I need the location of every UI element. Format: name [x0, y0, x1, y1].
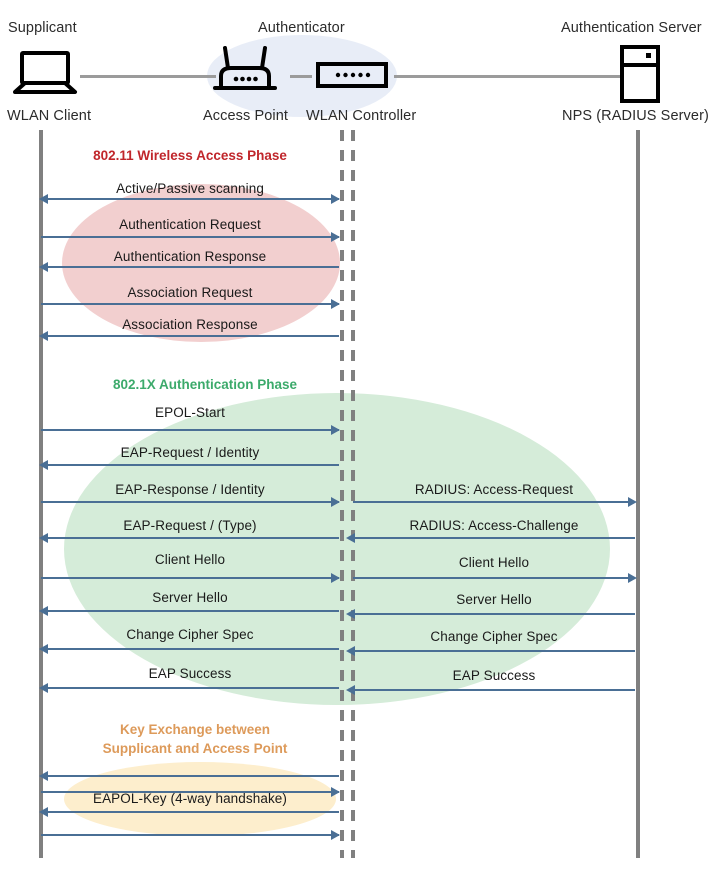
message-arrowhead-left-12 — [39, 683, 48, 693]
message-line-right-1 — [353, 537, 635, 539]
message-arrowhead-left-3 — [331, 299, 340, 309]
message-arrowhead-left-8 — [39, 533, 48, 543]
lifeline-authentication-server — [636, 130, 640, 858]
link-client-to-ap — [80, 75, 216, 78]
actor-device-wlan-controller: WLAN Controller — [306, 108, 417, 124]
message-arrowhead-left-4 — [39, 331, 48, 341]
message-arrowhead-right-3 — [346, 609, 355, 619]
message-label-left-14: EAPOL-Key (4-way handshake) — [92, 791, 288, 806]
message-arrowhead-left-1 — [331, 232, 340, 242]
message-label-right-1: RADIUS: Access-Challenge — [409, 518, 579, 533]
message-arrowhead-left-6 — [39, 460, 48, 470]
message-arrowhead-left-11 — [39, 644, 48, 654]
actor-role-authenticator: Authenticator — [258, 20, 345, 36]
phase-keyexchange-highlight — [64, 762, 336, 836]
lifeline-authenticator-left — [340, 130, 344, 858]
wlan-controller-icon — [316, 62, 388, 88]
message-line-left-5 — [41, 429, 339, 431]
phase-label-80211: 802.11 Wireless Access Phase — [93, 148, 287, 163]
phase-label-8021x: 802.1X Authentication Phase — [112, 377, 298, 392]
message-arrowhead-right-1 — [346, 533, 355, 543]
message-label-left-9: Client Hello — [154, 552, 226, 567]
message-arrowhead-left-0-b — [331, 194, 340, 204]
message-line-left-7 — [41, 501, 339, 503]
message-label-left-10: Server Hello — [152, 590, 228, 605]
message-arrowhead-left-13 — [39, 771, 48, 781]
message-line-left-10 — [41, 610, 339, 612]
message-line-left-12 — [41, 687, 339, 689]
message-line-right-2 — [353, 577, 635, 579]
message-arrowhead-left-2 — [39, 262, 48, 272]
lifeline-supplicant — [39, 130, 43, 858]
message-label-left-7: EAP-Response / Identity — [115, 482, 265, 497]
lifeline-authenticator-right — [351, 130, 355, 858]
message-line-left-11 — [41, 648, 339, 650]
message-label-left-3: Association Request — [127, 285, 253, 300]
message-label-left-12: EAP Success — [148, 666, 232, 681]
message-arrowhead-right-2 — [628, 573, 637, 583]
phase-label-keyexchange: Key Exchange between Supplicant and Acce… — [102, 722, 288, 756]
message-label-left-1: Authentication Request — [119, 217, 261, 232]
phase-80211-highlight — [62, 184, 340, 342]
message-line-right-0 — [353, 501, 635, 503]
actor-device-wlan-client: WLAN Client — [7, 108, 92, 124]
actor-role-authentication-server: Authentication Server — [561, 20, 702, 36]
message-arrowhead-left-10 — [39, 606, 48, 616]
message-label-right-3: Server Hello — [456, 592, 532, 607]
message-line-left-15 — [41, 811, 339, 813]
message-label-left-8: EAP-Request / (Type) — [123, 518, 257, 533]
message-label-left-4: Association Response — [122, 317, 258, 332]
message-label-left-2: Authentication Response — [113, 249, 267, 264]
access-point-icon — [213, 46, 277, 98]
message-line-left-1 — [41, 236, 339, 238]
message-line-left-3 — [41, 303, 339, 305]
message-line-right-4 — [353, 650, 635, 652]
laptop-icon — [12, 50, 78, 96]
link-controller-to-nps — [394, 75, 620, 78]
link-ap-to-controller — [290, 75, 312, 78]
message-arrowhead-right-4 — [346, 646, 355, 656]
message-arrowhead-left-5 — [331, 425, 340, 435]
message-label-left-11: Change Cipher Spec — [126, 627, 254, 642]
message-arrowhead-left-0-a — [39, 194, 48, 204]
phase-8021x-highlight — [64, 393, 610, 705]
message-label-right-5: EAP Success — [452, 668, 536, 683]
message-line-left-13 — [41, 775, 339, 777]
message-arrowhead-right-5 — [346, 685, 355, 695]
message-line-left-0 — [41, 198, 339, 200]
message-label-right-2: Client Hello — [458, 555, 530, 570]
message-arrowhead-left-14 — [331, 787, 340, 797]
message-arrowhead-left-15 — [39, 807, 48, 817]
actor-device-access-point: Access Point — [203, 108, 289, 124]
message-arrowhead-left-9 — [331, 573, 340, 583]
message-label-left-0: Active/Passive scanning — [116, 181, 264, 196]
message-arrowhead-left-7 — [331, 497, 340, 507]
message-label-left-6: EAP-Request / Identity — [120, 445, 260, 460]
server-icon — [620, 45, 660, 103]
message-line-left-14 — [41, 791, 339, 793]
actor-device-nps-radius-server: NPS (RADIUS Server) — [562, 108, 709, 124]
message-line-left-16 — [41, 834, 339, 836]
message-arrowhead-right-0 — [628, 497, 637, 507]
message-arrowhead-left-16 — [331, 830, 340, 840]
actor-role-supplicant: Supplicant — [8, 20, 77, 36]
message-line-left-9 — [41, 577, 339, 579]
message-line-left-6 — [41, 464, 339, 466]
message-label-left-5: EPOL-Start — [154, 405, 226, 420]
message-line-right-5 — [353, 689, 635, 691]
message-line-right-3 — [353, 613, 635, 615]
message-label-right-4: Change Cipher Spec — [430, 629, 558, 644]
message-line-left-8 — [41, 537, 339, 539]
message-line-left-4 — [41, 335, 339, 337]
message-line-left-2 — [41, 266, 339, 268]
message-label-right-0: RADIUS: Access-Request — [414, 482, 574, 497]
